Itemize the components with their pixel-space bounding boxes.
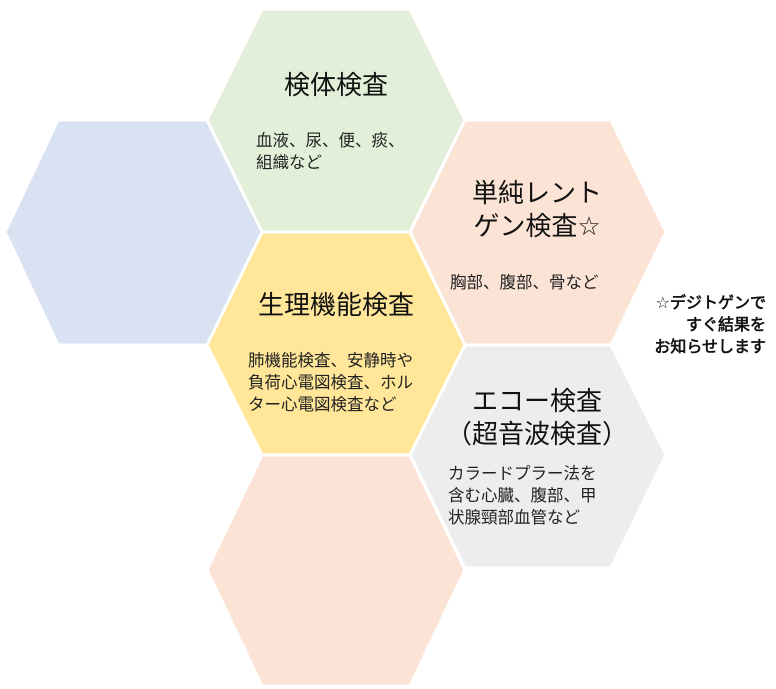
xray-desc: 胸部、腹部、骨など [450, 273, 599, 292]
physiological-title: 生理機能検査 [257, 291, 414, 321]
hex-echo [408, 343, 668, 570]
physiological-desc: 肺機能検査、安静時や 負荷心電図検査、ホル ター心電図検査など [248, 351, 413, 414]
xray-title: 単純レント ゲン検査☆ [471, 179, 602, 242]
specimen-title: 検体検査 [283, 71, 388, 101]
specimen-desc: 血液、尿、便、痰、 組織など [256, 131, 405, 172]
echo-desc: カラードプラー法を 含む心臓、腹部、甲 状腺頸部血管など [448, 464, 597, 527]
digital-xray-note: ☆デジトゲンで すぐ結果を お知らせします [654, 293, 766, 356]
echo-title: エコー検査 （超音波検査） [445, 387, 628, 450]
